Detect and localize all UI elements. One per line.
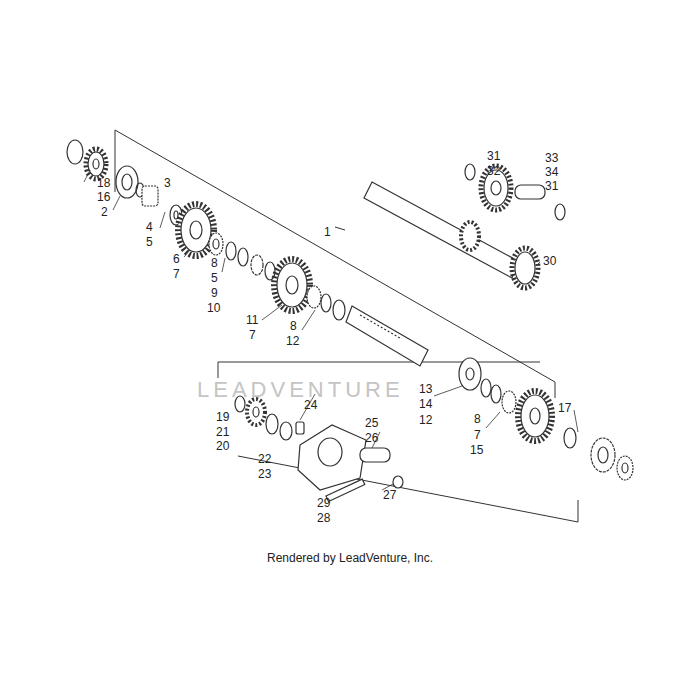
callout-number: 12	[286, 334, 299, 348]
callout-number: 16	[97, 190, 110, 204]
callout-number: 26	[365, 431, 378, 445]
callout-number: 8	[211, 256, 218, 270]
callout-number: 22	[258, 452, 271, 466]
callout-number: 8	[290, 319, 297, 333]
callout-number: 15	[470, 443, 483, 457]
callout-number: 12	[419, 413, 432, 427]
callout-number: 6	[173, 252, 180, 266]
callout-number: 23	[258, 467, 271, 481]
callout-number: 7	[249, 328, 256, 342]
callout-number: 21	[216, 425, 229, 439]
callout-number: 11	[246, 313, 258, 327]
callout-number: 4	[146, 220, 153, 234]
callout-number: 5	[211, 271, 218, 285]
callout-number: 24	[304, 398, 317, 412]
callout-number: 7	[474, 428, 481, 442]
callout-number: 31	[545, 179, 558, 193]
caption: Rendered by LeadVenture, Inc.	[267, 551, 433, 565]
callout-number: 34	[545, 165, 558, 179]
callout-number: 28	[317, 511, 330, 525]
callout-number: 3	[164, 176, 171, 190]
callout-number: 19	[216, 410, 229, 424]
callout-number: 13	[419, 382, 432, 396]
callout-number: 29	[317, 496, 330, 510]
callout-number: 25	[365, 416, 378, 430]
callout-number: 18	[97, 176, 110, 190]
callout-number: 30	[543, 254, 556, 268]
callout-number: 20	[216, 439, 229, 453]
watermark: LEADVENTURE	[197, 380, 404, 400]
callout-number: 2	[101, 205, 108, 219]
callout-number: 10	[207, 301, 220, 315]
callout-number: 31	[487, 149, 500, 163]
callout-number: 33	[545, 151, 558, 165]
callout-number: 5	[146, 235, 153, 249]
callout-number: 8	[474, 412, 481, 426]
callout-number: 1	[324, 225, 331, 239]
callout-number: 32	[487, 164, 500, 178]
callout-number: 27	[383, 488, 396, 502]
callout-number: 14	[419, 397, 432, 411]
callout-number: 7	[173, 267, 180, 281]
callout-number: 17	[558, 401, 571, 415]
callout-number: 9	[211, 286, 218, 300]
